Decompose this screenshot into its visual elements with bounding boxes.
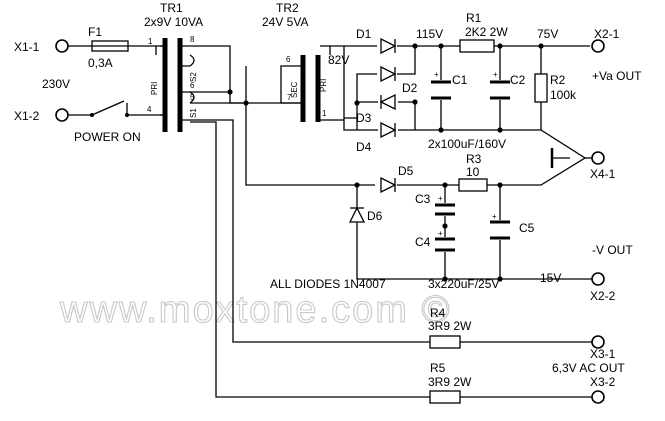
label-230v: 230V bbox=[42, 77, 70, 91]
label-x4-1: X4-1 bbox=[590, 167, 616, 181]
ground-symbol bbox=[550, 148, 570, 168]
label-r3-value: 10 bbox=[466, 165, 480, 179]
label-power-on: POWER ON bbox=[74, 130, 141, 144]
label-tr2-pri: PRI bbox=[319, 79, 328, 92]
label-diodes-note: ALL DIODES 1N4007 bbox=[270, 277, 386, 291]
label-75v: 75V bbox=[537, 27, 558, 41]
label-c4: C4 bbox=[415, 235, 431, 249]
label-x3-1: X3-1 bbox=[590, 347, 616, 361]
label-ac-out: 6,3V AC OUT bbox=[552, 361, 625, 375]
label-x1-2: X1-2 bbox=[14, 109, 40, 123]
label-tr2-sec: SEC bbox=[290, 81, 299, 98]
label-x1-1: X1-1 bbox=[14, 40, 40, 54]
label-d1: D1 bbox=[356, 27, 372, 41]
diode-d5 bbox=[380, 176, 397, 194]
label-f1: F1 bbox=[88, 25, 102, 39]
label-pin-4: 4 bbox=[147, 105, 152, 114]
label-va-out: +Va OUT bbox=[592, 69, 642, 83]
label-pin-6: 6 bbox=[190, 81, 195, 90]
label-d5: D5 bbox=[398, 164, 414, 178]
label-c3: C3 bbox=[415, 192, 431, 206]
label-c1-c2-value: 2x100uF/160V bbox=[428, 137, 506, 151]
watermark: www.moxtone.com © bbox=[59, 289, 451, 331]
label-c5: C5 bbox=[519, 221, 535, 235]
transformer-tr2 bbox=[280, 45, 331, 122]
label-tr1-pri: PRI bbox=[150, 82, 159, 95]
label-d3: D3 bbox=[356, 111, 372, 125]
label-tr2-pin7: 7 bbox=[287, 93, 292, 102]
label-r1: R1 bbox=[466, 11, 482, 25]
terminal-x1-2 bbox=[55, 108, 69, 122]
label-r2-value: 100k bbox=[550, 88, 577, 102]
label-v-out: -V OUT bbox=[592, 243, 633, 257]
capacitor-c4 bbox=[435, 237, 455, 252]
label-d6: D6 bbox=[367, 209, 383, 223]
label-pin-5: 5 bbox=[190, 93, 195, 102]
label-82v: 82V bbox=[328, 53, 349, 67]
label-c3-plus: + bbox=[438, 194, 443, 203]
wiring bbox=[68, 45, 592, 398]
label-r1-value: 2K2 2W bbox=[465, 25, 508, 39]
label-c1-plus: + bbox=[434, 70, 439, 79]
resistor-r1 bbox=[459, 39, 495, 53]
label-tr2-pin6: 6 bbox=[286, 55, 291, 64]
resistor-r2 bbox=[534, 73, 548, 103]
label-tr1-s2: S2 bbox=[189, 72, 198, 82]
diode-d1 bbox=[380, 37, 397, 55]
label-pin-1: 1 bbox=[148, 37, 153, 46]
label-tr2-pin1: 1 bbox=[322, 109, 327, 118]
junctions bbox=[227, 43, 544, 282]
terminal-x3-1 bbox=[591, 335, 605, 349]
label-neg15v: -15V bbox=[536, 271, 561, 285]
label-pin-8: 8 bbox=[190, 35, 195, 44]
capacitor-c2 bbox=[490, 80, 510, 100]
label-115v: 115V bbox=[416, 27, 443, 41]
diode-d2 bbox=[380, 65, 397, 83]
resistor-r5 bbox=[429, 390, 461, 404]
label-r5-value: 3R9 2W bbox=[428, 375, 472, 389]
label-tr2: TR2 bbox=[276, 1, 299, 15]
label-tr1-s1: S1 bbox=[189, 108, 198, 118]
label-x2-2: X2-2 bbox=[590, 289, 616, 303]
terminal-x3-2 bbox=[591, 390, 605, 404]
label-r3: R3 bbox=[466, 152, 482, 166]
label-c4-plus: + bbox=[438, 229, 443, 238]
label-r4: R4 bbox=[430, 306, 446, 320]
terminal-x2-1 bbox=[591, 39, 605, 53]
label-d2: D2 bbox=[402, 81, 418, 95]
label-f1-value: 0,3A bbox=[88, 56, 113, 70]
capacitor-c1 bbox=[431, 80, 451, 100]
label-x3-2: X3-2 bbox=[590, 375, 616, 389]
label-c2-plus: + bbox=[493, 70, 498, 79]
diode-d4 bbox=[380, 121, 397, 139]
label-r4-value: 3R9 2W bbox=[428, 319, 472, 333]
diode-d3 bbox=[379, 93, 396, 111]
label-r5: R5 bbox=[430, 361, 446, 375]
label-x2-1: X2-1 bbox=[594, 27, 620, 41]
label-c5-plus: + bbox=[492, 212, 497, 221]
fuse-f1 bbox=[91, 40, 129, 52]
label-c345-value: 3x220uF/25V bbox=[428, 277, 499, 291]
label-c2: C2 bbox=[510, 73, 526, 87]
label-tr1-value: 2x9V 10VA bbox=[144, 15, 203, 29]
terminal-x4-1 bbox=[591, 151, 605, 165]
label-tr1: TR1 bbox=[160, 1, 183, 15]
label-d4: D4 bbox=[356, 140, 372, 154]
diode-d6 bbox=[348, 206, 366, 223]
capacitor-c3 bbox=[435, 203, 455, 216]
label-r2: R2 bbox=[550, 73, 566, 87]
terminal-x2-2 bbox=[591, 272, 605, 286]
transformer-tr1 bbox=[160, 38, 195, 132]
terminal-x1-1 bbox=[55, 39, 69, 53]
capacitor-c5 bbox=[490, 220, 510, 240]
resistor-r3 bbox=[458, 178, 488, 192]
label-tr2-value: 24V 5VA bbox=[262, 15, 308, 29]
label-c1: C1 bbox=[452, 73, 468, 87]
power-switch bbox=[90, 100, 129, 117]
resistor-r4 bbox=[429, 335, 461, 349]
